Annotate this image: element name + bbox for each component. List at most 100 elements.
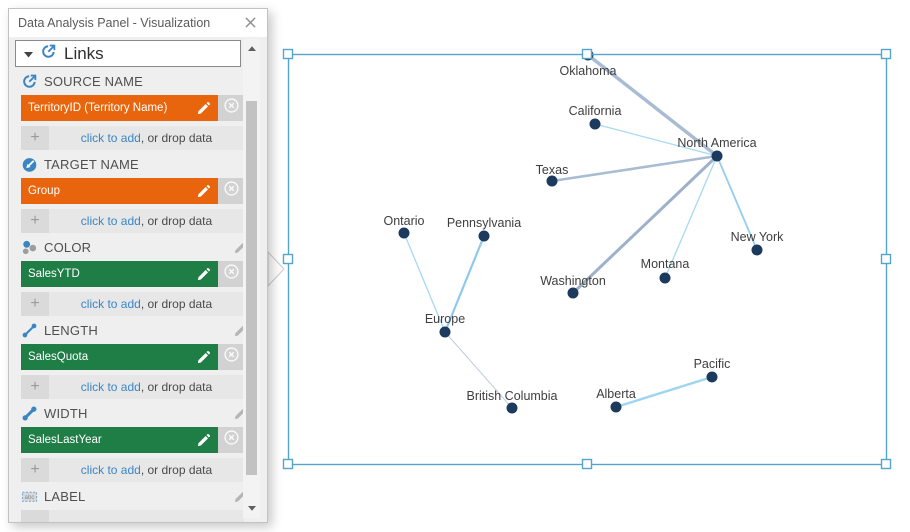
caret-down-icon[interactable] — [24, 45, 33, 63]
graph-edge-europe-british-columbia — [444, 331, 513, 409]
graph-node-label-montana: Montana — [641, 257, 690, 271]
plus-icon[interactable]: + — [21, 458, 49, 482]
graph-node-alberta[interactable] — [610, 401, 622, 413]
section-label: WIDTH — [44, 406, 88, 421]
field-value: Group — [28, 185, 60, 197]
plus-icon[interactable]: + — [21, 126, 49, 150]
edit-pencil-icon[interactable] — [196, 350, 211, 365]
drop-data-text: , or drop data — [140, 297, 213, 311]
graph-node-montana[interactable] — [659, 272, 671, 284]
graph-node-new-york[interactable] — [751, 244, 763, 256]
graph-node-label-alberta: Alberta — [596, 387, 636, 401]
click-to-add-link[interactable]: click to add — [80, 463, 141, 477]
panel-body: Links SOURCE NAME TerritoryID (Territory … — [9, 37, 267, 522]
panel-collapse-chevron[interactable] — [267, 250, 285, 288]
plus-icon[interactable]: + — [21, 292, 49, 316]
field-value: TerritoryID (Territory Name) — [28, 102, 168, 114]
graph-node-label-california: California — [569, 104, 622, 118]
field-pill-width[interactable]: SalesLastYear — [21, 427, 244, 453]
selection-handle[interactable] — [880, 458, 892, 470]
add-data-text: click to add, or drop data — [49, 297, 244, 311]
label-icon: abc — [21, 488, 38, 505]
selection-handle[interactable] — [282, 458, 294, 470]
graph-edge-alberta-pacific — [615, 375, 713, 409]
field-pill-source-name[interactable]: TerritoryID (Territory Name) — [21, 95, 244, 121]
graph-edge-new-york-north-america — [716, 155, 758, 251]
section-label: COLOR — [44, 240, 92, 255]
graph-node-ontario[interactable] — [398, 227, 410, 239]
remove-field-button[interactable] — [218, 261, 244, 287]
x-circle-icon — [223, 263, 240, 285]
add-data-row-source-name[interactable]: + click to add, or drop data — [21, 126, 244, 150]
field-value: SalesQuota — [28, 351, 89, 363]
scrollbar-thumb[interactable] — [246, 101, 257, 475]
graph-edge-texas-north-america — [551, 154, 718, 183]
graph-node-pennsylvania[interactable] — [478, 230, 490, 242]
field-pill-target-name[interactable]: Group — [21, 178, 244, 204]
graph-node-label-texas: Texas — [536, 163, 569, 177]
graph-node-pacific[interactable] — [706, 371, 718, 383]
field-value: SalesLastYear — [28, 434, 102, 446]
selection-handle[interactable] — [880, 253, 892, 265]
add-data-row-color[interactable]: +click to add, or drop data — [21, 292, 244, 316]
add-data-text: click to add, or drop data — [49, 463, 244, 477]
add-data-row-target-name[interactable]: +click to add, or drop data — [21, 209, 244, 233]
selection-handle[interactable] — [282, 48, 294, 60]
panel-scrollbar[interactable] — [243, 39, 260, 518]
graph-node-label-pacific: Pacific — [694, 357, 731, 371]
color-icon — [21, 239, 38, 256]
width-icon — [21, 405, 38, 422]
remove-field-button[interactable] — [218, 344, 244, 370]
edit-pencil-icon[interactable] — [196, 184, 211, 199]
close-icon[interactable] — [242, 15, 258, 31]
add-data-row-length[interactable]: +click to add, or drop data — [21, 375, 244, 399]
drop-data-text: , or drop data — [140, 463, 213, 477]
click-to-add-link[interactable]: click to add — [80, 297, 141, 311]
selection-handle[interactable] — [581, 458, 593, 470]
selection-handle[interactable] — [880, 48, 892, 60]
click-to-add-link[interactable]: click to add — [80, 131, 141, 145]
graph-node-texas[interactable] — [546, 175, 558, 187]
x-circle-icon — [223, 346, 240, 368]
section-header-width: WIDTH — [21, 405, 250, 422]
graph-edge-ontario-europe — [403, 232, 446, 333]
links-section-toggle[interactable]: Links — [15, 40, 241, 67]
edit-pencil-icon[interactable] — [196, 101, 211, 116]
graph-node-washington[interactable] — [567, 287, 579, 299]
edit-pencil-icon[interactable] — [196, 267, 211, 282]
click-to-add-link[interactable]: click to add — [80, 380, 141, 394]
graph-edge-oklahoma-north-america — [586, 53, 719, 158]
remove-field-button[interactable] — [218, 178, 244, 204]
graph-node-british-columbia[interactable] — [506, 402, 518, 414]
graph-node-label-british-columbia: British Columbia — [466, 389, 557, 403]
section-header-source-name: SOURCE NAME — [21, 73, 250, 90]
remove-field-button[interactable] — [218, 95, 244, 121]
plus-icon[interactable]: + — [21, 209, 49, 233]
scroll-down-icon[interactable] — [243, 501, 260, 516]
section-label: TARGET NAME — [44, 157, 139, 172]
selection-handle[interactable] — [282, 253, 294, 265]
edit-pencil-icon[interactable] — [196, 433, 211, 448]
field-pill-length[interactable]: SalesQuota — [21, 344, 244, 370]
click-to-add-link[interactable]: click to add — [80, 214, 141, 228]
plus-icon[interactable]: + — [21, 375, 49, 399]
graph-node-california[interactable] — [589, 118, 601, 130]
section-label: LABEL — [44, 489, 86, 504]
panel-title: Data Analysis Panel - Visualization — [18, 15, 211, 30]
field-pill-color[interactable]: SalesYTD — [21, 261, 244, 287]
graph-node-north-america[interactable] — [711, 150, 723, 162]
drop-data-text: , or drop data — [140, 131, 213, 145]
scroll-up-icon[interactable] — [243, 41, 260, 56]
panel-header: Data Analysis Panel - Visualization — [9, 9, 267, 36]
link-out-icon — [21, 73, 38, 90]
graph-node-europe[interactable] — [439, 326, 451, 338]
add-data-row-width[interactable]: +click to add, or drop data — [21, 458, 244, 482]
section-header-color: COLOR — [21, 239, 250, 256]
graph-node-label-oklahoma: Oklahoma — [560, 64, 617, 78]
selection-handle[interactable] — [581, 48, 593, 60]
remove-field-button[interactable] — [218, 427, 244, 453]
x-circle-icon — [223, 97, 240, 119]
data-analysis-panel: Data Analysis Panel - Visualization Link… — [8, 8, 268, 523]
